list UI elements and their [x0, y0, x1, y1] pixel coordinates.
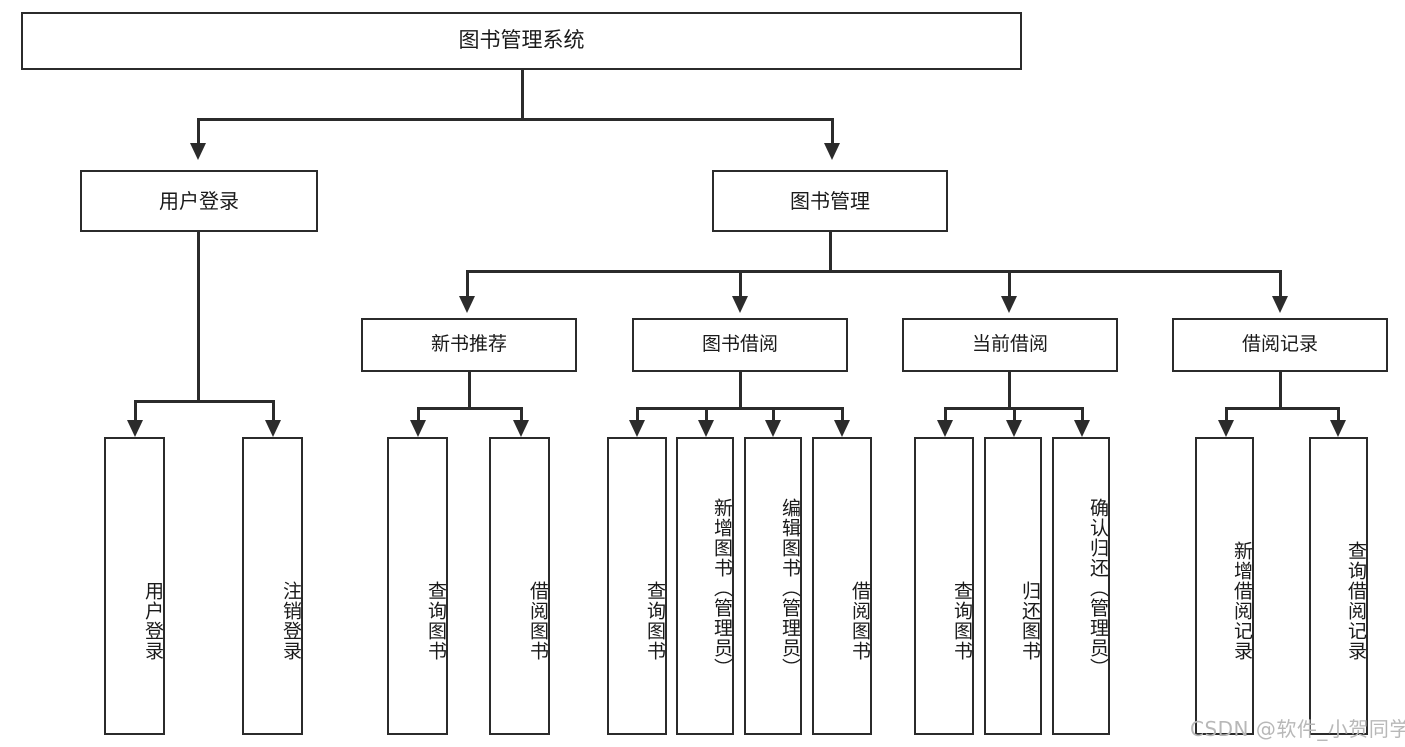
- leaf-br-add-record[interactable]: 新增借阅记录: [1195, 437, 1254, 735]
- node-label: 用户登录: [159, 188, 239, 213]
- leaf-bb-borrow-book[interactable]: 借阅图书: [812, 437, 872, 735]
- node-label: 当前借阅: [971, 333, 1048, 356]
- node-label: 借阅图书: [849, 581, 871, 661]
- arrowhead-borrow-record: [1272, 296, 1288, 313]
- edge-br-drop-2: [1337, 407, 1340, 420]
- edge-user-login-bus: [134, 400, 274, 403]
- node-borrow-record[interactable]: 借阅记录: [1172, 318, 1388, 372]
- node-label: 注销登录: [280, 581, 302, 661]
- arrowhead-current-borrow: [1001, 296, 1017, 313]
- node-label: 借阅记录: [1241, 333, 1318, 356]
- edge-bb-drop-1: [636, 407, 639, 420]
- node-label: 查询图书: [951, 581, 973, 661]
- node-label: 查询图书: [644, 581, 666, 661]
- leaf-cb-confirm-return-admin[interactable]: 确认归还（管理员）: [1052, 437, 1110, 735]
- arrowhead-bb-leaf-1: [629, 420, 645, 437]
- edge-root-to-book-management: [831, 118, 834, 143]
- node-book-borrow[interactable]: 图书借阅: [632, 318, 848, 372]
- node-current-borrow[interactable]: 当前借阅: [902, 318, 1118, 372]
- arrowhead-cb-leaf-3: [1074, 420, 1090, 437]
- arrowhead-bb-leaf-3: [765, 420, 781, 437]
- arrowhead-bb-leaf-4: [834, 420, 850, 437]
- edge-bb-drop-4: [841, 407, 844, 420]
- node-label: 借阅图书: [527, 581, 549, 661]
- leaf-bb-add-book-admin[interactable]: 新增图书（管理员）: [676, 437, 734, 735]
- edge-br-bus: [1225, 407, 1339, 410]
- arrowhead-cb-leaf-1: [937, 420, 953, 437]
- edge-bm-drop-1: [466, 270, 469, 296]
- node-label: 归还图书: [1019, 581, 1041, 661]
- edge-br-stem: [1279, 372, 1282, 407]
- node-label: 编辑图书（管理员）: [779, 498, 801, 678]
- edge-bm-drop-2: [739, 270, 742, 296]
- edge-bb-drop-3: [772, 407, 775, 420]
- node-label: 新增借阅记录: [1231, 541, 1253, 661]
- edge-root-bus: [197, 118, 833, 121]
- arrowhead-to-book-management: [824, 143, 840, 160]
- edge-bb-stem: [739, 372, 742, 407]
- leaf-cb-return-book[interactable]: 归还图书: [984, 437, 1042, 735]
- node-label: 新增图书（管理员）: [711, 498, 733, 678]
- arrowhead-nbr-leaf-1: [410, 420, 426, 437]
- node-root-book-management-system[interactable]: 图书管理系统: [21, 12, 1022, 70]
- edge-bb-bus: [636, 407, 843, 410]
- edge-root-stem: [521, 70, 524, 118]
- leaf-user-login-logout[interactable]: 注销登录: [242, 437, 303, 735]
- arrowhead-br-leaf-1: [1218, 420, 1234, 437]
- node-label: 查询借阅记录: [1345, 541, 1367, 661]
- node-new-book-recommend[interactable]: 新书推荐: [361, 318, 577, 372]
- csdn-watermark: CSDN @软件_小贺同学: [1190, 717, 1405, 741]
- edge-bm-drop-3: [1008, 270, 1011, 296]
- node-user-login[interactable]: 用户登录: [80, 170, 318, 232]
- node-label: 图书管理: [790, 188, 870, 213]
- leaf-user-login-login[interactable]: 用户登录: [104, 437, 165, 735]
- leaf-bb-query-book[interactable]: 查询图书: [607, 437, 667, 735]
- node-label: 图书管理系统: [458, 28, 585, 53]
- arrowhead-bb-leaf-2: [698, 420, 714, 437]
- edge-cb-stem: [1008, 372, 1011, 407]
- node-label: 新书推荐: [430, 333, 507, 356]
- edge-nbr-stem: [468, 372, 471, 407]
- edge-book-management-bus: [466, 270, 1279, 273]
- edge-user-login-drop-1: [134, 400, 137, 420]
- leaf-nbr-borrow-book[interactable]: 借阅图书: [489, 437, 550, 735]
- arrowhead-user-login-leaf-1: [127, 420, 143, 437]
- edge-user-login-drop-2: [272, 400, 275, 420]
- arrowhead-book-borrow: [732, 296, 748, 313]
- leaf-br-query-record[interactable]: 查询借阅记录: [1309, 437, 1368, 735]
- edge-nbr-drop-2: [520, 407, 523, 420]
- node-label: 图书借阅: [701, 333, 778, 356]
- edge-bb-drop-2: [705, 407, 708, 420]
- edge-nbr-bus: [417, 407, 522, 410]
- edge-br-drop-1: [1225, 407, 1228, 420]
- arrowhead-nbr-leaf-2: [513, 420, 529, 437]
- edge-root-to-user-login: [197, 118, 200, 143]
- leaf-nbr-query-book[interactable]: 查询图书: [387, 437, 448, 735]
- arrowhead-cb-leaf-2: [1006, 420, 1022, 437]
- edge-cb-drop-2: [1013, 407, 1016, 420]
- node-label: 查询图书: [425, 581, 447, 661]
- edge-book-management-stem: [829, 232, 832, 270]
- arrowhead-to-user-login: [190, 143, 206, 160]
- edge-cb-drop-1: [944, 407, 947, 420]
- edge-cb-drop-3: [1081, 407, 1084, 420]
- leaf-bb-edit-book-admin[interactable]: 编辑图书（管理员）: [744, 437, 802, 735]
- node-book-management[interactable]: 图书管理: [712, 170, 948, 232]
- node-label: 用户登录: [142, 581, 164, 661]
- node-label: 确认归还（管理员）: [1087, 498, 1109, 678]
- edge-user-login-stem: [197, 232, 200, 400]
- arrowhead-new-book-recommend: [459, 296, 475, 313]
- leaf-cb-query-book[interactable]: 查询图书: [914, 437, 974, 735]
- edge-bm-drop-4: [1279, 270, 1282, 296]
- edge-nbr-drop-1: [417, 407, 420, 420]
- arrowhead-br-leaf-2: [1330, 420, 1346, 437]
- arrowhead-user-login-leaf-2: [265, 420, 281, 437]
